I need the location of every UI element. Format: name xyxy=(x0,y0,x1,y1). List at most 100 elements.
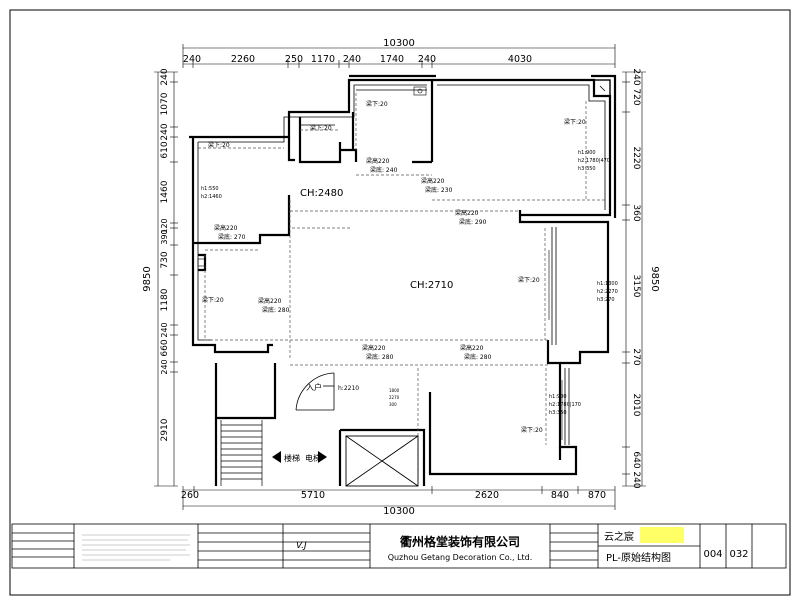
left-dim-seg-0: 240 xyxy=(160,68,170,85)
beam-220-a: 梁高220 xyxy=(366,157,390,165)
signature: V.J xyxy=(296,541,307,551)
bottom-dim-seg-0: 260 xyxy=(181,490,199,501)
ceiling-height-upper-left: CH:2480 xyxy=(300,188,343,199)
door-height-label: h:2210 xyxy=(338,385,359,392)
beam-230-a: 梁底: 230 xyxy=(425,186,453,194)
entrance-door xyxy=(295,372,335,411)
arrow-left-icon xyxy=(272,451,281,463)
sheet-total: 032 xyxy=(729,549,748,560)
beam-dashed-lines xyxy=(198,93,605,470)
beam-220-f: 梁高220 xyxy=(362,344,386,352)
fine-note-2: 2270 xyxy=(389,395,400,400)
beam-240-a: 梁底: 240 xyxy=(370,166,398,174)
left-dim-overall: 9850 xyxy=(142,266,153,291)
drawing-name: PL-原始结构图 xyxy=(606,551,671,564)
sheet-border xyxy=(9,9,791,596)
right-dim-seg-5: 270 xyxy=(631,348,641,365)
title-block xyxy=(11,523,787,569)
top-dim-seg-6: 240 xyxy=(418,54,436,65)
bottom-dim-seg-1: 5710 xyxy=(301,490,325,501)
beam-280-c: 梁底: 280 xyxy=(464,353,492,361)
right-dim-seg-7: 640 xyxy=(631,451,641,468)
left-dim-seg-12: 2910 xyxy=(160,418,170,441)
right-dim-seg-1: 720 xyxy=(631,88,641,105)
window-small-h2: h2:1460 xyxy=(201,194,222,200)
beam-290-a: 梁底: 290 xyxy=(459,218,487,226)
top-dim-seg-2: 250 xyxy=(285,54,303,65)
window-right-h1: h1:900 xyxy=(578,150,596,156)
stair-label: 楼梯 xyxy=(284,453,300,463)
beam-220-g: 梁高220 xyxy=(460,344,484,352)
stair-treads xyxy=(220,420,263,486)
top-dim-overall: 10300 xyxy=(383,38,415,49)
entrance-label: 入户 xyxy=(306,382,322,392)
right-dim-seg-0: 240 xyxy=(631,68,641,85)
window-right-h2: h2:1780|470 xyxy=(578,158,610,164)
bottom-dim-seg-4: 870 xyxy=(588,490,606,501)
window-mid-h3: h3:270 xyxy=(597,297,615,303)
beam-label-b: 梁下:20 xyxy=(310,124,332,132)
elevator-shaft xyxy=(345,435,419,487)
window-low-h1: h1:900 xyxy=(549,394,567,400)
right-dim-seg-8: 240 xyxy=(631,471,641,488)
left-dim-seg-5: 120 xyxy=(160,218,169,233)
top-dim-seg-5: 1740 xyxy=(380,54,404,65)
bottom-dim-overall: 10300 xyxy=(383,506,415,517)
window-mid-h2: h2:2270 xyxy=(597,289,618,295)
top-dimension-chain xyxy=(182,44,616,68)
left-dim-seg-7: 730 xyxy=(160,251,170,268)
right-dim-seg-2: 2220 xyxy=(631,147,641,170)
left-dim-seg-2: 240 xyxy=(160,123,170,140)
beam-280-a: 梁底: 280 xyxy=(262,306,290,314)
elevator-label: 电梯 xyxy=(305,453,321,463)
right-dim-seg-6: 2010 xyxy=(631,394,641,417)
beam-label-d: 梁下:20 xyxy=(564,118,586,126)
beam-label-f: 梁下:20 xyxy=(518,276,540,284)
fine-note-1: 1800 xyxy=(389,388,400,393)
bottom-dim-seg-3: 840 xyxy=(551,490,569,501)
left-dim-seg-3: 610 xyxy=(160,141,170,158)
left-dim-seg-9: 240 xyxy=(160,322,169,337)
ceiling-height-main: CH:2710 xyxy=(410,280,453,291)
right-dim-seg-3: 360 xyxy=(631,204,641,221)
wall-inner-lines xyxy=(197,79,611,445)
company-name-cn: 衢州格堂装饰有限公司 xyxy=(400,534,520,549)
left-dim-seg-10: 660 xyxy=(160,339,170,356)
window-right-h3: h3:350 xyxy=(578,166,596,172)
left-dim-seg-4: 1460 xyxy=(160,180,170,203)
arrow-right-icon xyxy=(318,451,327,463)
beam-220-b: 梁高220 xyxy=(421,177,445,185)
left-dim-seg-8: 1180 xyxy=(160,288,170,311)
window-low-h3: h3:350 xyxy=(549,410,567,416)
beam-220-d: 梁高220 xyxy=(455,209,479,217)
top-dim-seg-4: 240 xyxy=(343,54,361,65)
fine-note-3: 300 xyxy=(389,402,397,407)
company-name-en: Quzhou Getang Decoration Co., Ltd. xyxy=(388,553,533,562)
beam-label-c: 梁下:20 xyxy=(366,100,388,108)
beam-220-e: 梁高220 xyxy=(258,297,282,305)
bathroom-fixture xyxy=(197,86,427,267)
window-small-h1: h1:550 xyxy=(201,186,219,192)
right-dim-seg-4: 3150 xyxy=(631,275,641,298)
bottom-dim-seg-2: 2620 xyxy=(475,490,499,501)
project-highlight xyxy=(640,527,684,543)
top-dim-seg-0: 240 xyxy=(183,54,201,65)
beam-220-c: 梁高220 xyxy=(214,224,238,232)
right-dimension-chain xyxy=(622,71,646,487)
beam-270-a: 梁底: 270 xyxy=(218,233,246,241)
left-dim-seg-6: 390 xyxy=(160,229,169,244)
sheet-number: 004 xyxy=(703,549,722,560)
beam-label-e: 梁下:20 xyxy=(202,296,224,304)
beam-label-g: 梁下:20 xyxy=(521,426,543,434)
left-dimension-chain xyxy=(154,71,178,487)
top-dim-seg-7: 4030 xyxy=(508,54,532,65)
balcony-window-lines xyxy=(548,250,563,440)
window-mid-h1: h1:1300 xyxy=(597,281,618,287)
walls xyxy=(189,74,617,486)
top-dim-seg-1: 2260 xyxy=(231,54,255,65)
bottom-dimension-chain xyxy=(182,486,616,510)
left-dim-seg-11: 240 xyxy=(160,359,169,374)
window-low-h2: h2:1780|170 xyxy=(549,402,581,408)
top-dim-seg-3: 1170 xyxy=(311,54,335,65)
